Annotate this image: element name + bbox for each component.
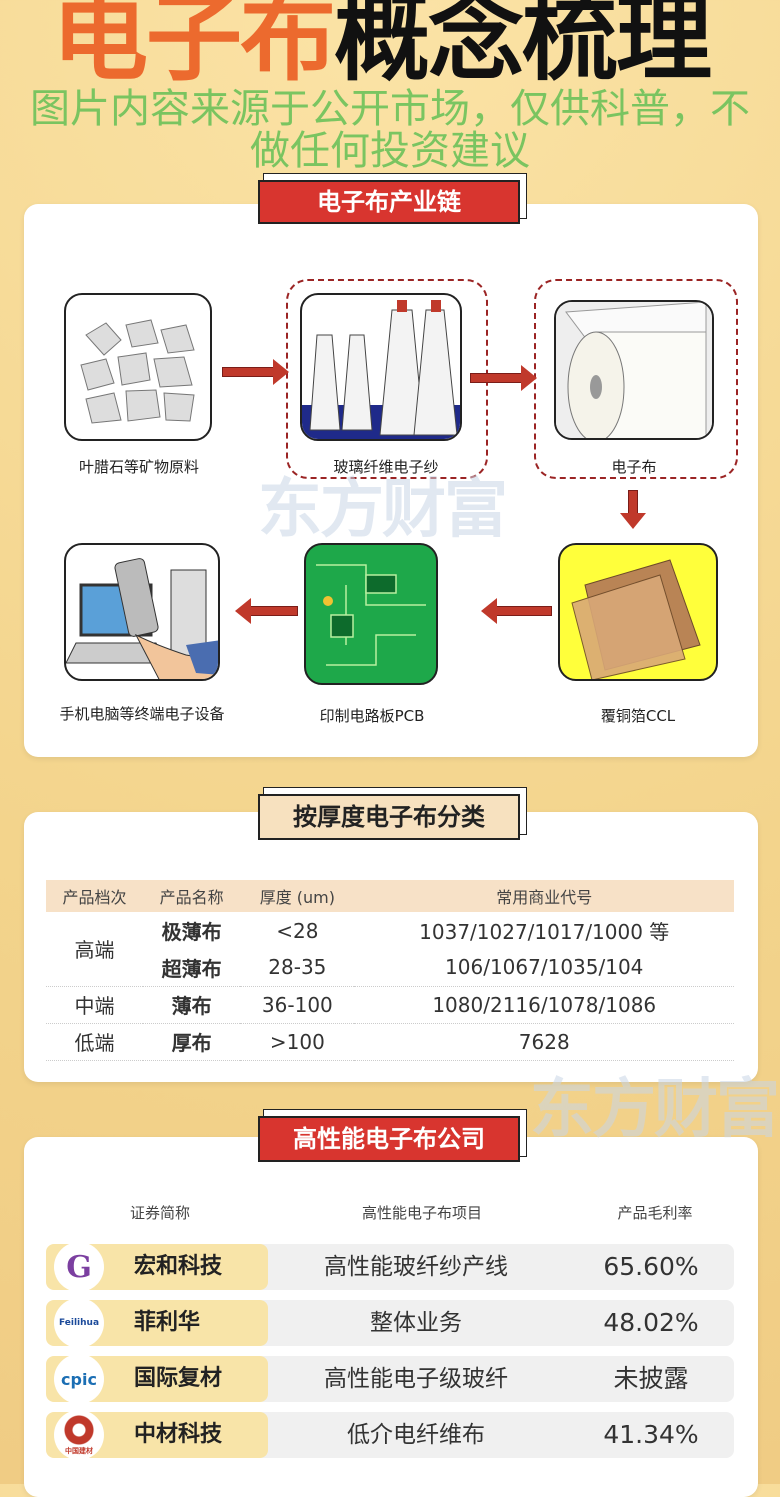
table-row: 高端极薄布 <28 1037/1027/1017/1000 等 [46,912,734,987]
arrow-left-icon [481,598,552,624]
project: 高性能电子级玻纤 [324,1366,508,1392]
node-label: 覆铜箔CCL [600,707,676,725]
page-title: 电子布概念梳理 [52,0,712,86]
tier-cell: 低端 [46,1023,144,1061]
code-cell: 7628 [354,1023,734,1061]
companies-banner: 高性能电子布公司 [258,1116,520,1162]
col-header: 常用商业代号 [354,880,734,912]
classification-table: 产品档次产品名称厚度 (um)常用商业代号 高端极薄布 <28 1037/1027/… [46,880,734,1061]
arrow-right-icon [222,359,289,385]
gross-margin: 未披露 [613,1364,689,1393]
thickness-cell: >100 [240,1023,355,1061]
arrow-down-icon [620,490,646,529]
tier-cell: 高端 [46,912,144,987]
table-header: 产品档次产品名称厚度 (um)常用商业代号 [46,880,734,912]
code-cell: 1080/2116/1078/1086 [354,986,734,1024]
name-cell: 极薄布 [161,920,222,944]
col-header: 厚度 (um) [240,880,355,912]
tier-cell: 中端 [46,986,144,1024]
thickness-cell: <28 [276,918,319,943]
industry-chain-banner: 电子布产业链 [258,180,520,224]
thickness-cell: 28-35 [240,949,355,987]
col-header: 产品毛利率 [617,1204,693,1222]
col-header: 产品档次 [46,880,144,912]
code-cell: 106/1067/1035/104 [354,949,734,987]
arrow-right-icon [470,365,537,391]
device-image [64,543,220,681]
gross-margin: 65.60% [603,1252,699,1281]
pcb-image [304,543,438,685]
ccl-image [558,543,718,681]
banner-tail [272,224,302,242]
col-header: 高性能电子布项目 [361,1204,482,1222]
brand-watermark: 东方财富 [530,1072,780,1147]
gross-margin: 41.34% [603,1420,699,1449]
col-header: 证券简称 [129,1204,190,1222]
company-logo: 中国建材 [54,1410,104,1460]
name-cell: 超薄布 [143,949,241,987]
company-logo: G [54,1242,104,1292]
project: 低介电纤维布 [347,1422,485,1448]
company-logo: Feilihua [54,1298,104,1348]
glass-fiber-yarn-image [300,293,462,441]
title-orange: 电子布 [52,0,336,94]
electronic-cloth-image [554,300,714,440]
project: 整体业务 [370,1310,462,1336]
col-header: 产品名称 [143,880,241,912]
banner-tail [272,840,302,858]
title-black: 概念梳理 [334,0,712,94]
company-logo: cpic [54,1354,104,1404]
arrow-left-icon [235,598,298,624]
thickness-cell: 36-100 [240,986,355,1024]
node-label: 手机电脑等终端电子设备 [59,705,225,723]
node-label: 叶腊石等矿物原料 [78,458,199,476]
banner-tail [272,1162,302,1180]
mineral-image [64,293,212,441]
name-cell: 厚布 [143,1023,241,1061]
gross-margin: 48.02% [603,1308,699,1337]
node-label: 印制电路板PCB [319,707,425,725]
disclaimer-watermark: 图片内容来源于公开市场，仅供科普，不做任何投资建议 [30,86,750,174]
classification-banner: 按厚度电子布分类 [258,794,520,840]
project: 高性能玻纤纱产线 [324,1254,508,1280]
node-label: 电子布 [611,458,657,476]
name-cell: 薄布 [143,986,241,1024]
code-cell: 1037/1027/1017/1000 等 [419,920,670,944]
node-label: 玻璃纤维电子纱 [333,458,439,476]
